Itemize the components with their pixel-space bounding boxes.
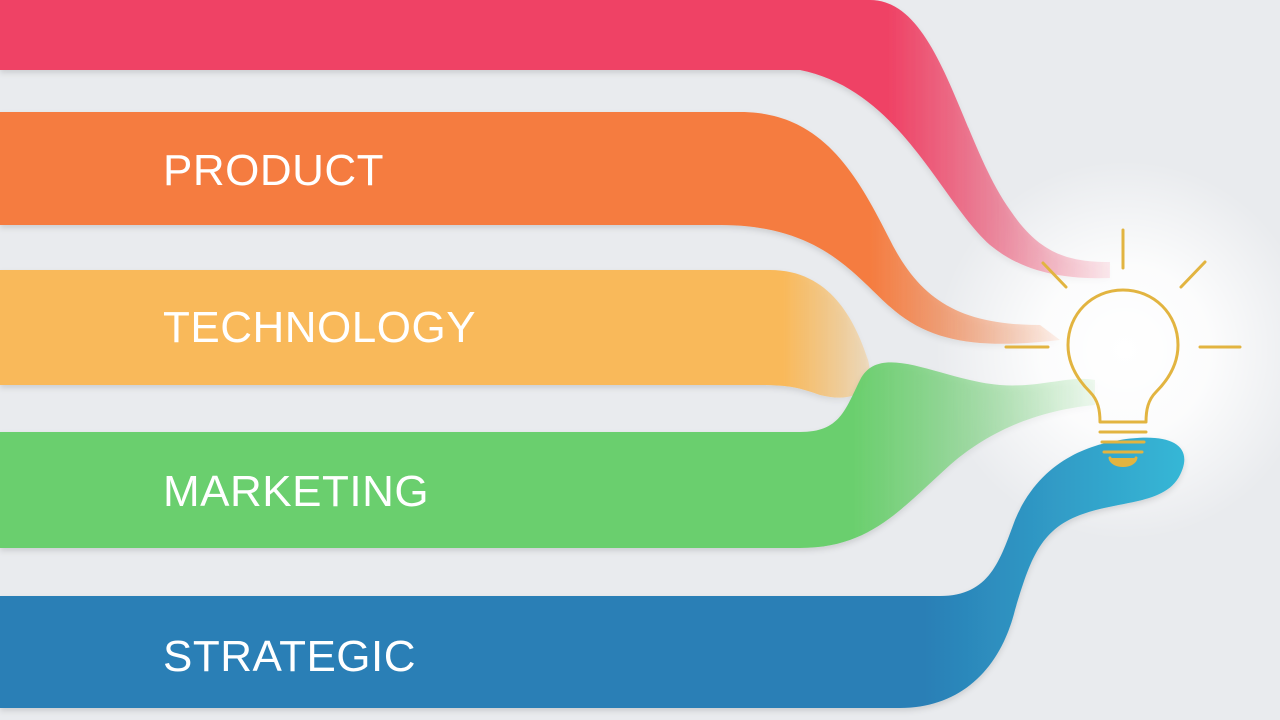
band-label-product: PRODUCT (163, 146, 385, 195)
band-red (0, 0, 1110, 279)
band-blue (0, 437, 1185, 708)
band-yellow (0, 270, 870, 398)
band-green (0, 362, 1095, 548)
lightbulb-icon (1004, 228, 1242, 467)
band-label-technology: TECHNOLOGY (163, 303, 477, 352)
band-orange (0, 112, 1060, 344)
band-label-marketing: MARKETING (163, 467, 430, 516)
band-label-strategic: STRATEGIC (163, 632, 417, 681)
